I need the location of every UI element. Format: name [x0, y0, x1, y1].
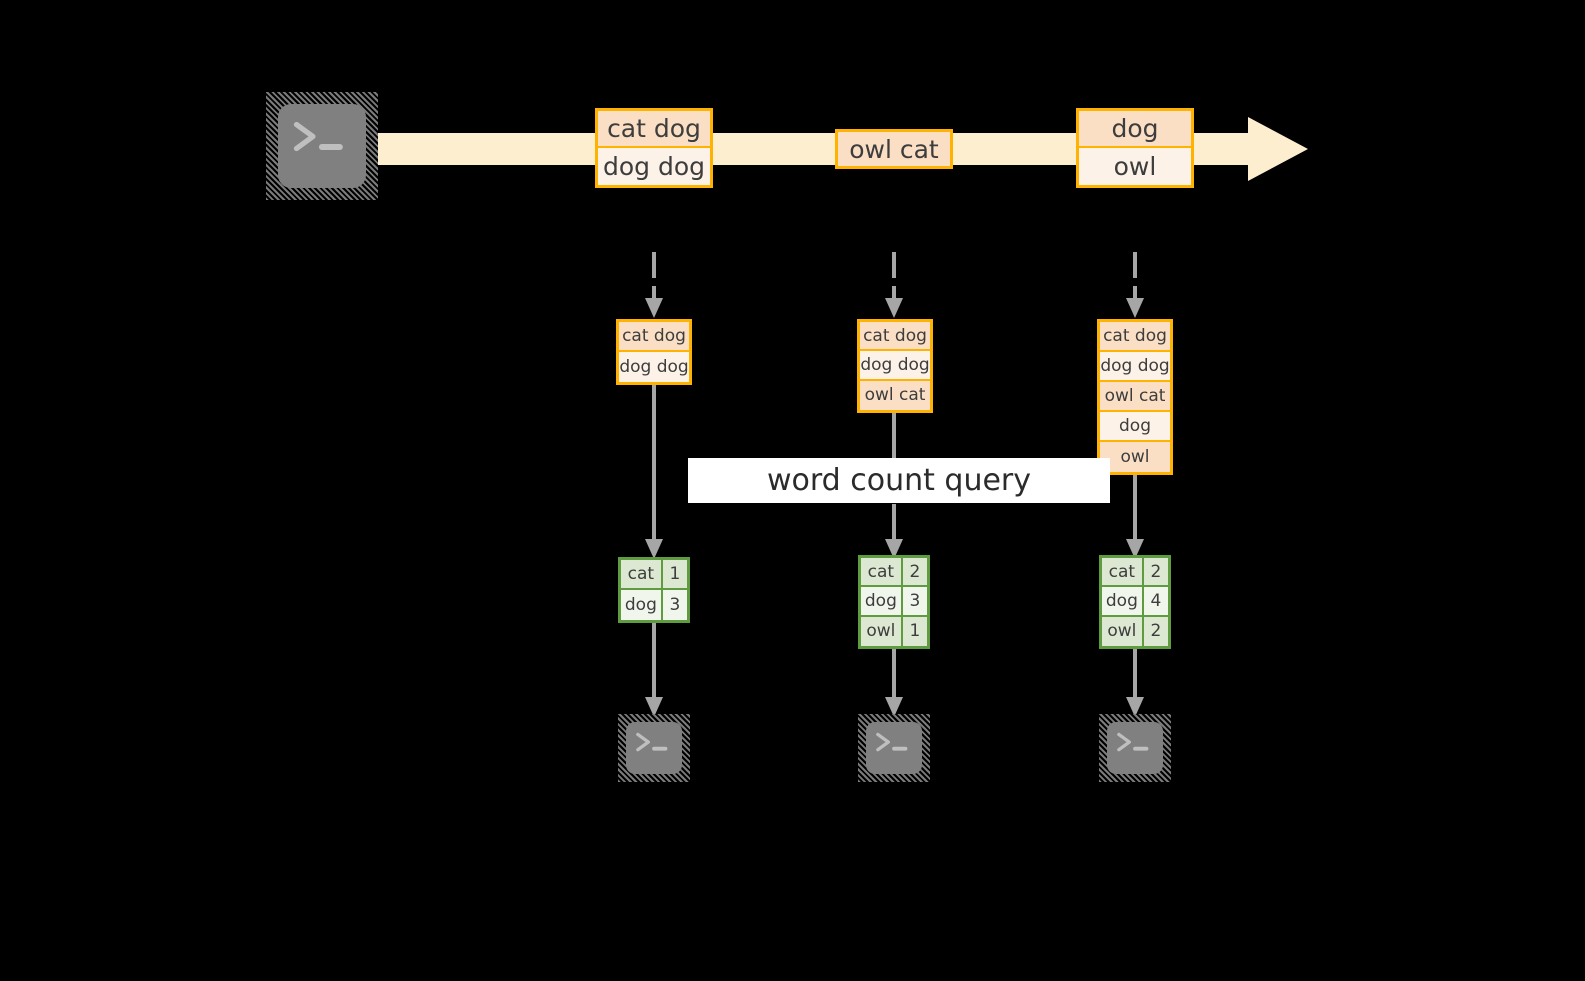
snapshot-input-line: owl cat [1100, 382, 1170, 412]
result-word: owl [861, 616, 903, 646]
result-word: cat [1102, 558, 1144, 586]
stream-event-line: dog dog [598, 148, 710, 185]
table-row: cat 1 [621, 560, 687, 590]
sink-connector-2 [883, 649, 905, 719]
result-word: dog [621, 590, 663, 620]
sink-connector-1 [643, 623, 665, 719]
dashed-connector-1 [643, 252, 665, 320]
dashed-connector-2 [883, 252, 905, 320]
terminal-screen [626, 722, 682, 774]
result-table-1: cat 1 dog 3 [618, 557, 690, 623]
result-count: 3 [662, 590, 687, 620]
result-word: dog [1102, 587, 1144, 615]
snapshot-input-line: cat dog [619, 322, 689, 352]
snapshot-input-line: cat dog [1100, 322, 1170, 352]
result-count: 2 [1143, 558, 1168, 586]
stream-event-line: dog [1079, 111, 1191, 149]
table-row: cat 2 [1102, 558, 1168, 588]
result-word: cat [861, 558, 903, 586]
query-label: word count query [688, 458, 1110, 504]
snapshot-input-line: owl [1100, 442, 1170, 472]
snapshot-input-2: cat dog dog dog owl cat [857, 319, 933, 413]
table-row: dog 3 [861, 587, 927, 617]
terminal-prompt-icon [875, 730, 913, 756]
query-connector-1 [643, 385, 665, 561]
result-count: 3 [902, 587, 927, 615]
stream-event-line: owl cat [838, 132, 950, 166]
table-row: dog 4 [1102, 587, 1168, 617]
table-row: owl 2 [1102, 616, 1168, 646]
snapshot-input-line: dog dog [619, 352, 689, 382]
result-word: owl [1102, 616, 1144, 646]
snapshot-input-line: owl cat [860, 380, 930, 410]
query-connector-3 [1124, 475, 1146, 561]
source-terminal-icon [266, 92, 378, 200]
stream-event-line: owl [1079, 148, 1191, 185]
result-count: 2 [902, 558, 927, 586]
dashed-connector-3 [1124, 252, 1146, 320]
table-row: cat 2 [861, 558, 927, 588]
result-count: 1 [902, 616, 927, 646]
stream-event-line: cat dog [598, 111, 710, 149]
snapshot-input-3: cat dog dog dog owl cat dog owl [1097, 319, 1173, 475]
terminal-screen [278, 104, 366, 188]
stream-event-2: owl cat [835, 129, 953, 169]
snapshot-input-line: dog dog [1100, 352, 1170, 382]
terminal-prompt-icon [635, 730, 673, 756]
result-count: 2 [1143, 616, 1168, 646]
stream-event-1: cat dog dog dog [595, 108, 713, 188]
snapshot-input-line: cat dog [860, 322, 930, 352]
result-word: dog [861, 587, 903, 615]
result-table-3: cat 2 dog 4 owl 2 [1099, 555, 1171, 649]
result-word: cat [621, 560, 663, 588]
terminal-screen [866, 722, 922, 774]
sink-terminal-icon-3 [1099, 714, 1171, 782]
sink-terminal-icon-1 [618, 714, 690, 782]
sink-terminal-icon-2 [858, 714, 930, 782]
snapshot-input-1: cat dog dog dog [616, 319, 692, 385]
terminal-screen [1107, 722, 1163, 774]
result-count: 4 [1143, 587, 1168, 615]
snapshot-input-line: dog [1100, 412, 1170, 442]
table-row: owl 1 [861, 616, 927, 646]
snapshot-input-line: dog dog [860, 351, 930, 381]
terminal-prompt-icon [292, 117, 352, 159]
table-row: dog 3 [621, 590, 687, 620]
result-table-2: cat 2 dog 3 owl 1 [858, 555, 930, 649]
stream-event-3: dog owl [1076, 108, 1194, 188]
result-count: 1 [662, 560, 687, 588]
terminal-prompt-icon [1116, 730, 1154, 756]
sink-connector-3 [1124, 649, 1146, 719]
